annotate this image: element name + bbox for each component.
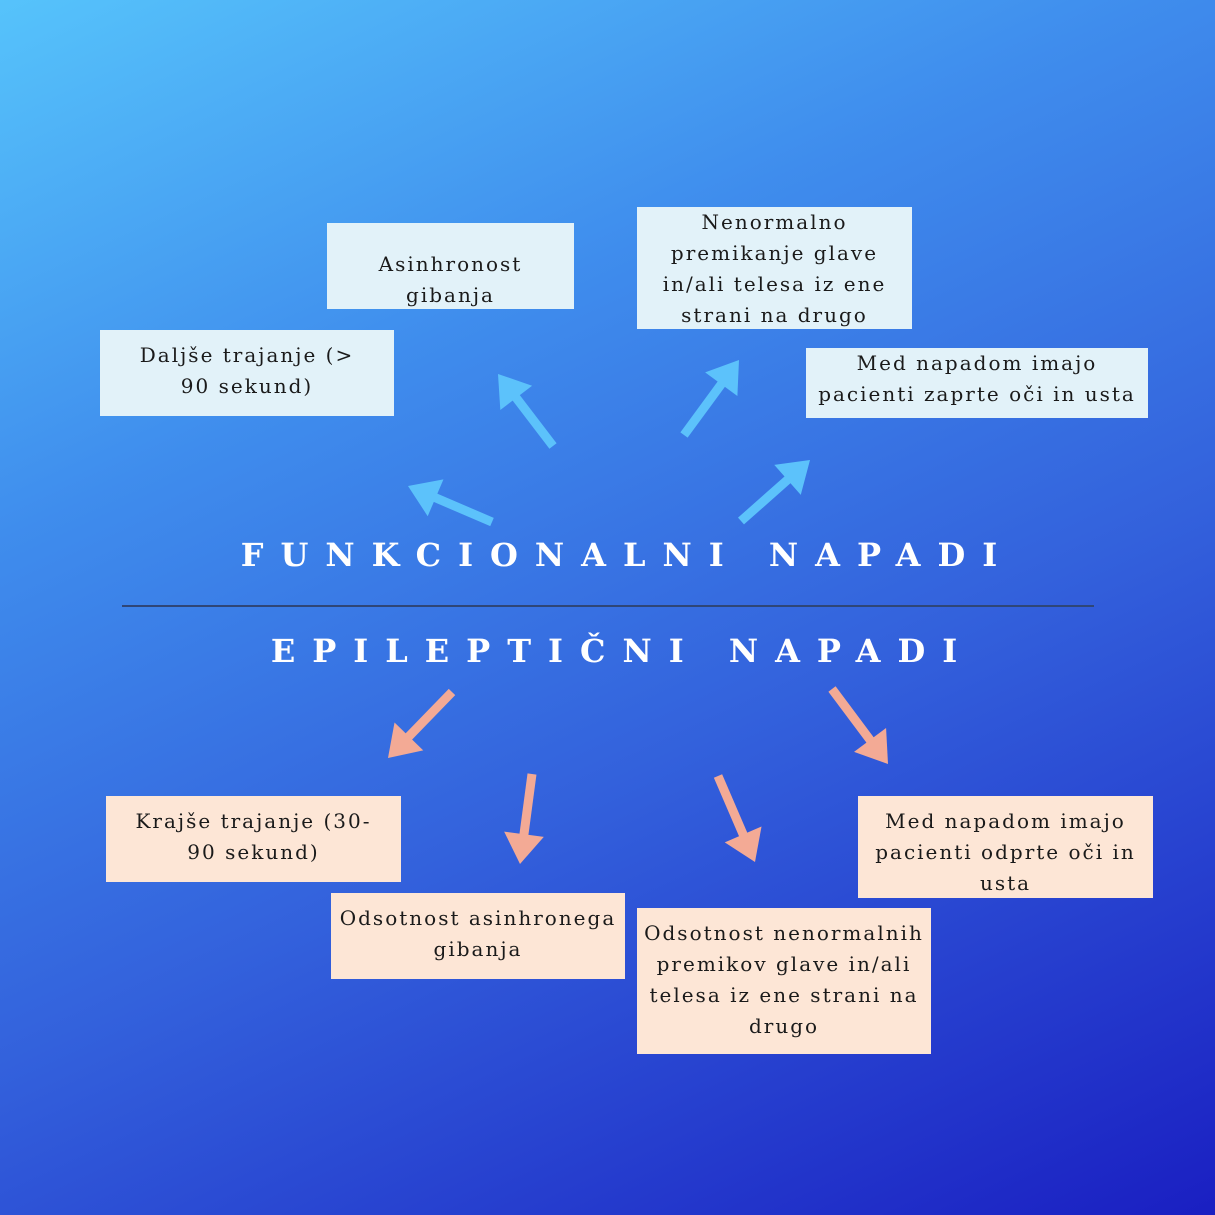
arrow-to-shorter-duration-shaft xyxy=(404,688,456,742)
epileptic-item-text: Krajše trajanje (30-90 sekund) xyxy=(135,809,372,864)
epileptic-item-no-head-movement: Odsotnost nenormalnih premikov glave in/… xyxy=(637,908,931,1054)
epileptic-title: EPILEPTIČNI NAPADI xyxy=(270,632,975,670)
epileptic-item-eyes-open: Med napadom imajo pacienti odprte oči in… xyxy=(858,796,1153,898)
arrow-to-head-movement-head xyxy=(705,360,739,397)
arrow-to-asynchronous-movement-shaft xyxy=(511,393,557,449)
arrow-to-no-head-movement-shaft xyxy=(713,774,749,839)
epileptic-arrows xyxy=(388,686,888,864)
arrow-to-asynchronous-movement-head xyxy=(498,374,533,410)
functional-item-text: Nenormalno premikanje glave in/ali teles… xyxy=(662,210,887,327)
functional-arrows xyxy=(408,360,810,527)
arrow-to-no-head-movement-head xyxy=(724,826,762,862)
arrow-to-eyes-closed xyxy=(738,460,810,525)
arrow-to-no-asynchronous-movement xyxy=(504,773,544,864)
functional-item-eyes-closed: Med napadom imajo pacienti zaprte oči in… xyxy=(806,348,1148,418)
arrow-to-longer-duration-head xyxy=(408,479,444,517)
functional-title: FUNKCIONALNI NAPADI xyxy=(240,536,1015,574)
arrow-to-eyes-open xyxy=(828,686,888,764)
arrow-to-no-head-movement xyxy=(713,774,762,862)
arrow-to-head-movement xyxy=(680,360,739,438)
arrow-to-eyes-open-head xyxy=(854,727,888,764)
functional-item-longer-duration: Daljše trajanje (> 90 sekund) xyxy=(100,330,394,416)
functional-item-text: Daljše trajanje (> 90 sekund) xyxy=(139,343,355,398)
epileptic-item-shorter-duration: Krajše trajanje (30-90 sekund) xyxy=(106,796,401,882)
arrow-to-shorter-duration-head xyxy=(388,722,424,758)
arrow-to-eyes-closed-shaft xyxy=(738,475,793,525)
epileptic-item-text: Odsotnost nenormalnih premikov glave in/… xyxy=(644,921,924,1038)
arrow-to-no-asynchronous-movement-head xyxy=(504,831,544,864)
functional-item-asynchronous-movement: Asinhronost gibanja xyxy=(327,223,574,309)
functional-item-head-movement: Nenormalno premikanje glave in/ali teles… xyxy=(637,207,912,329)
divider-line xyxy=(122,605,1094,607)
arrow-to-eyes-open-shaft xyxy=(828,686,875,745)
arrow-to-eyes-closed-head xyxy=(774,460,810,495)
arrow-to-longer-duration-shaft xyxy=(431,492,494,527)
epileptic-item-text: Med napadom imajo pacienti odprte oči in… xyxy=(875,809,1136,895)
functional-item-text: Asinhronost gibanja xyxy=(378,252,523,307)
arrow-to-no-asynchronous-movement-shaft xyxy=(519,773,537,837)
arrow-to-longer-duration xyxy=(408,479,494,527)
arrow-to-asynchronous-movement xyxy=(498,374,557,449)
epileptic-item-no-asynchronous-movement: Odsotnost asinhronega gibanja xyxy=(331,893,625,979)
functional-item-text: Med napadom imajo pacienti zaprte oči in… xyxy=(818,351,1136,406)
arrow-to-head-movement-shaft xyxy=(680,379,727,438)
epileptic-item-text: Odsotnost asinhronega gibanja xyxy=(339,906,617,961)
arrow-to-shorter-duration xyxy=(388,688,456,758)
